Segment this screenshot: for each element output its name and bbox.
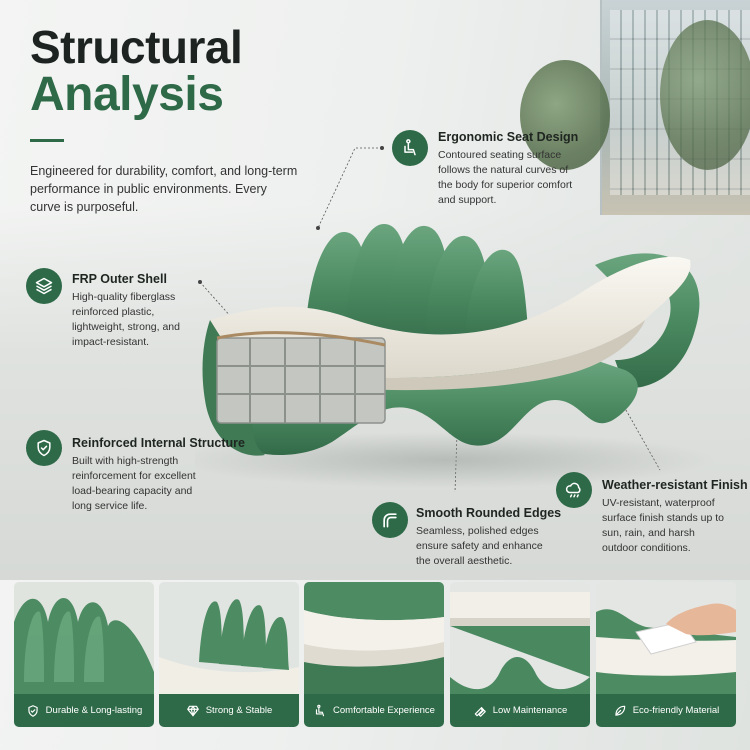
title-line-1: Structural [30, 21, 243, 73]
card-photo-seat-edge [304, 582, 444, 694]
feature-body: Built with high-strength reinforcement f… [72, 455, 196, 512]
seated-person-icon [404, 139, 416, 156]
leaf-icon [615, 705, 625, 716]
feature-heading: Reinforced Internal Structure [72, 436, 245, 450]
diamond-icon [186, 705, 199, 716]
benefit-label: Low Maintenance [492, 705, 568, 716]
page-title: Structural Analysis [30, 21, 243, 121]
rounded-corner-icon [383, 513, 397, 528]
benefit-label: Strong & Stable [205, 705, 273, 716]
rain-cloud-icon [565, 482, 581, 498]
intro-text: Engineered for durability, comfort, and … [30, 164, 298, 214]
benefit-card: Eco-friendly Material [596, 582, 736, 727]
benefit-cards-strip: Durable & Long-lasting Strong & Stable [14, 582, 736, 727]
card-photo-backrest [159, 582, 299, 694]
wrench-icon [474, 706, 486, 717]
card-photo-cleaning-hand [596, 582, 736, 694]
feature-body: Seamless, polished edges ensure safety a… [416, 525, 543, 567]
feature-heading: Smooth Rounded Edges [416, 506, 562, 520]
background-tree [520, 60, 610, 170]
feature-heading: FRP Outer Shell [72, 272, 167, 286]
benefit-label: Comfortable Experience [333, 705, 435, 716]
feature-heading: Weather-resistant Finish [602, 478, 748, 492]
title-divider [30, 139, 64, 142]
feature-weather-resistant: Weather-resistant Finish UV-resistant, w… [556, 472, 748, 562]
card-photo-ripples [14, 582, 154, 694]
benefit-card: Durable & Long-lasting [14, 582, 154, 727]
benefit-label: Durable & Long-lasting [45, 705, 143, 716]
feature-rounded-edges: Smooth Rounded Edges Seamless, polished … [372, 500, 562, 575]
bench-cutaway-illustration [195, 223, 715, 488]
card-photo-wave-base [450, 582, 590, 694]
feature-ergonomic: Ergonomic Seat Design Contoured seating … [392, 126, 592, 206]
feature-internal-structure: Reinforced Internal Structure Built with… [26, 430, 245, 520]
shield-check-icon [37, 439, 51, 457]
benefit-card: Low Maintenance [450, 582, 590, 727]
feature-heading: Ergonomic Seat Design [438, 130, 579, 144]
layers-icon [35, 277, 53, 295]
title-line-2: Analysis [30, 68, 224, 121]
seated-person-icon [315, 704, 325, 716]
feature-body: UV-resistant, waterproof surface finish … [602, 497, 724, 554]
feature-body: High-quality fiberglass reinforced plast… [72, 291, 180, 348]
benefit-card: Comfortable Experience [304, 582, 444, 727]
benefit-card: Strong & Stable [159, 582, 299, 727]
feature-frp-shell: FRP Outer Shell High-quality fiberglass … [26, 268, 206, 348]
background-tree [660, 20, 750, 170]
feature-body: Contoured seating surface follows the na… [438, 149, 573, 206]
benefit-label: Eco-friendly Material [632, 705, 720, 716]
shield-check-icon [28, 704, 38, 717]
